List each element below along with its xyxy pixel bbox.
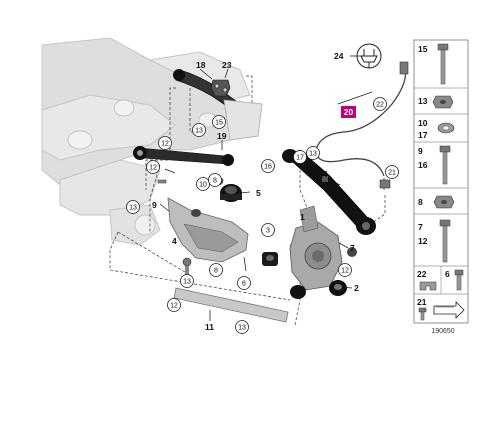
- panel-item-bolt-6[interactable]: 6: [445, 269, 464, 291]
- circled-callout-labels: 15 13 12 12 10 8 13 16 17 13 22 21 3 8 6…: [129, 102, 396, 332]
- sensor-cable: [315, 65, 407, 177]
- trailing-arm: [282, 149, 376, 235]
- panel-label-12: 12: [418, 236, 428, 246]
- arrow-icon: [433, 301, 465, 319]
- panel-item-nut-8[interactable]: 8: [418, 195, 455, 209]
- bracket-part: [210, 79, 231, 97]
- callout-24: 24: [334, 51, 344, 61]
- callout-12: 12: [170, 303, 178, 310]
- circle-17: [293, 150, 307, 164]
- callout-16: 16: [264, 164, 272, 171]
- callout-7: 7: [350, 243, 355, 253]
- callout-5: 5: [256, 188, 261, 198]
- panel-label-17: 17: [418, 130, 428, 140]
- circle-12c: [338, 263, 352, 277]
- panel-label-7: 7: [418, 222, 423, 232]
- parts-panel: 15 13 10 17 9 16 8: [413, 39, 469, 324]
- panel-item-nut-13[interactable]: 13: [418, 95, 454, 109]
- panel-label-16: 16: [418, 160, 428, 170]
- panel-item-bolt-15[interactable]: 15: [418, 43, 449, 85]
- panel-label-9: 9: [418, 146, 423, 156]
- callout-3: 3: [266, 228, 270, 235]
- callout-2: 2: [354, 283, 359, 293]
- circle-13a: [192, 123, 206, 137]
- panel-item-clip-22[interactable]: 22: [417, 269, 437, 291]
- callout-11: 11: [205, 322, 214, 332]
- circle-8b: [209, 263, 223, 277]
- panel-label-13: 13: [418, 96, 428, 106]
- callout-22: 22: [376, 102, 384, 109]
- connector-symbol: [356, 43, 382, 69]
- circle-13b: [126, 200, 140, 214]
- highlight-label: 20: [344, 107, 354, 117]
- panel-label-22: 22: [417, 269, 427, 279]
- circle-13d: [180, 274, 194, 288]
- callout-13: 13: [238, 325, 246, 332]
- circle-6: [237, 276, 251, 290]
- circle-8a: [208, 173, 222, 187]
- panel-label-8: 8: [418, 197, 423, 207]
- callout-6: 6: [242, 281, 246, 288]
- callout-8: 8: [214, 268, 218, 275]
- mount-bushing: [223, 99, 263, 141]
- rubber-mount: [220, 184, 242, 202]
- highlight-part-20[interactable]: [341, 106, 356, 118]
- callout-14: 14: [318, 169, 328, 179]
- panel-item-bolt-7-12[interactable]: 7 12: [418, 219, 451, 263]
- plain-callouts: 18 23 19 5 9 4 1 14 24 7 2 11: [152, 51, 359, 332]
- circle-12d: [167, 298, 181, 312]
- callout-9: 9: [152, 200, 157, 210]
- panel-item-screw-21[interactable]: 21: [417, 297, 427, 321]
- circle-13c: [306, 146, 320, 160]
- callout-13: 13: [129, 205, 137, 212]
- callout-17: 17: [296, 155, 304, 162]
- callout-18: 18: [196, 60, 206, 70]
- callout-12: 12: [149, 165, 157, 172]
- panel-item-washer-10-17[interactable]: 10 17: [418, 118, 455, 140]
- carrier-bushing: [329, 280, 347, 296]
- callout-12: 12: [161, 141, 169, 148]
- circle-13e: [235, 320, 249, 334]
- callout-1: 1: [300, 212, 305, 222]
- callout-13: 13: [309, 151, 317, 158]
- callout-4: 4: [172, 236, 177, 246]
- callout-23: 23: [222, 60, 232, 70]
- circle-12b: [146, 160, 160, 174]
- camber-arm: [133, 146, 234, 166]
- panel-label-15: 15: [418, 44, 428, 54]
- callout-13: 13: [195, 128, 203, 135]
- circle-16: [261, 159, 275, 173]
- panel-label-6: 6: [445, 269, 450, 279]
- diagram-reference-number: 190650: [431, 328, 454, 335]
- callout-8: 8: [213, 178, 217, 185]
- panel-item-bolt-9-16[interactable]: 9 16: [418, 145, 451, 185]
- callout-15: 15: [215, 120, 223, 127]
- callout-21: 21: [388, 170, 396, 177]
- panel-label-21: 21: [417, 297, 427, 307]
- circle-21: [385, 165, 399, 179]
- callout-12: 12: [341, 268, 349, 275]
- sensor-plug: [379, 61, 409, 189]
- lower-wishbone: [167, 197, 249, 263]
- control-arm-bushing: [262, 252, 278, 266]
- circled-callouts: [126, 97, 399, 334]
- panel-label-10: 10: [418, 118, 428, 128]
- circle-15: [212, 115, 226, 129]
- callout-10: 10: [199, 182, 207, 189]
- circle-22: [373, 97, 387, 111]
- circle-12a: [158, 136, 172, 150]
- tension-strut: [173, 257, 289, 323]
- callout-19: 19: [217, 131, 227, 141]
- rear-subframe: [41, 37, 251, 246]
- callout-13: 13: [183, 279, 191, 286]
- circle-3: [261, 223, 275, 237]
